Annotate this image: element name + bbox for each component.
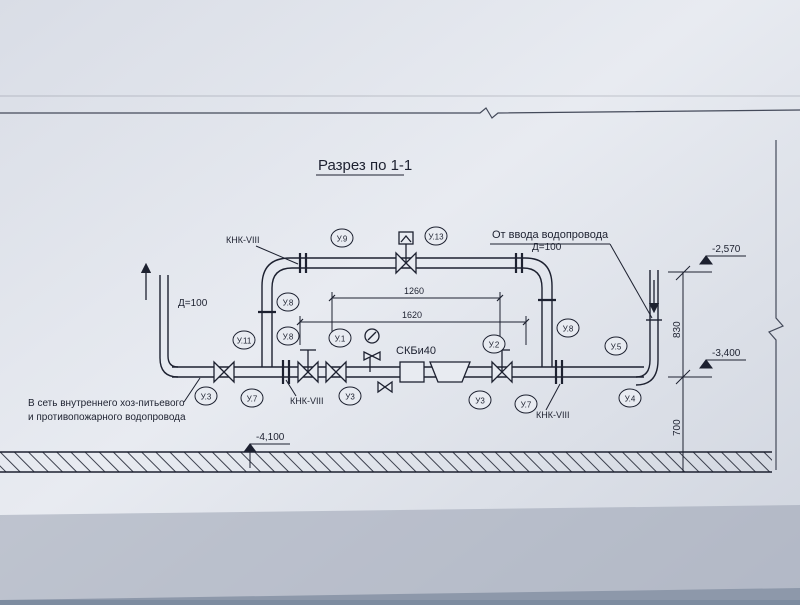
node-label-u8-upper-left: У.8 [276,326,300,346]
inlet-diameter: Д=100 [532,242,562,253]
node-label-u5: У.5 [604,336,628,356]
flange-label-top: КНК-VIII [226,235,260,245]
elevation-mark-pipe [699,359,746,369]
elevation-top-label: -2,570 [712,244,741,255]
dimension-1620: 1620 [402,310,422,320]
sheet-frame [0,95,800,470]
node-label-text: У3 [345,393,355,402]
inlet-riser [635,270,659,386]
node-label-text: У.8 [283,333,294,342]
outlet-caption-line2: и противопожарного водопровода [28,412,186,423]
node-label-text: У3 [475,397,485,406]
node-label-u7-left: У.7 [240,388,264,408]
knk-top-leader [255,245,299,265]
drawing-title: Разрез по 1-1 [318,157,412,174]
node-label-text: У.1 [335,335,346,344]
node-label-text: У.11 [237,337,252,346]
flange-label-bottom-left: КНК-VIII [290,396,324,406]
elevation-mark-top [699,255,746,265]
flange-label-bottom-right: КНК-VIII [536,410,570,420]
dimension-1260: 1260 [404,286,424,296]
node-label-u4: У.4 [618,388,642,408]
node-label-u11: У.11 [232,330,256,350]
valves [213,231,513,384]
annotations: От ввода водопровода Д=100 Д=100 В сеть … [28,229,741,443]
node-label-u3-left: У.3 [194,386,218,406]
dimension-830: 830 [672,321,683,338]
node-label-text: У.7 [521,401,532,410]
dimension-700: 700 [672,419,683,436]
bypass-loop-outer [261,257,553,367]
outlet-diameter: Д=100 [178,298,208,309]
gauge-box-arrow [400,234,412,243]
node-label-text: У.7 [247,395,258,404]
outlet-caption-line1: В сеть внутреннего хоз-питьевого [28,398,185,409]
node-label-u2: У.2 [482,334,506,354]
node-label-u9: У.9 [330,228,354,248]
inlet-leader [609,243,653,319]
flow-arrows [140,262,660,314]
water-meter [363,328,471,394]
outlet-leader [183,377,201,403]
node-label-text: У.3 [201,393,212,402]
node-label-text: У.13 [428,233,444,242]
floor-slab [0,451,772,473]
elevation-floor-label: -4,100 [256,432,285,443]
node-label-u8-right: У.8 [556,318,580,338]
inlet-caption: От ввода водопровода [492,229,609,241]
bypass-loop-inner [271,267,543,367]
pipeline [159,257,662,386]
dimensions [183,243,746,472]
node-label-u3-right: У3 [468,390,492,410]
valve-mid [325,360,347,384]
knk-bottom-left-leader [285,379,297,397]
paper-shadow [0,505,800,600]
node-label-u13: У.13 [424,226,448,246]
node-label-text: У.2 [489,341,500,350]
meter-label: СКБи40 [396,345,436,357]
elevation-mark-floor [243,443,290,468]
elevation-pipe-label: -3,400 [712,348,741,359]
valve-left [213,360,235,384]
node-label-text: У.9 [337,235,348,244]
node-label-text: У.8 [563,325,574,334]
flanges [258,253,564,384]
node-label-text: У.5 [611,343,622,352]
node-label-u1: У.1 [328,328,352,348]
node-label-text: У.4 [625,395,636,404]
node-label-u8-lower-left: У.8 [276,292,300,312]
knk-bottom-right-leader [545,383,561,411]
node-label-text: У.8 [283,299,294,308]
outlet-riser [159,275,179,378]
gauge-box [398,231,414,245]
node-label-u3-mid: У3 [338,386,362,406]
node-label-u7-right: У.7 [514,394,538,414]
